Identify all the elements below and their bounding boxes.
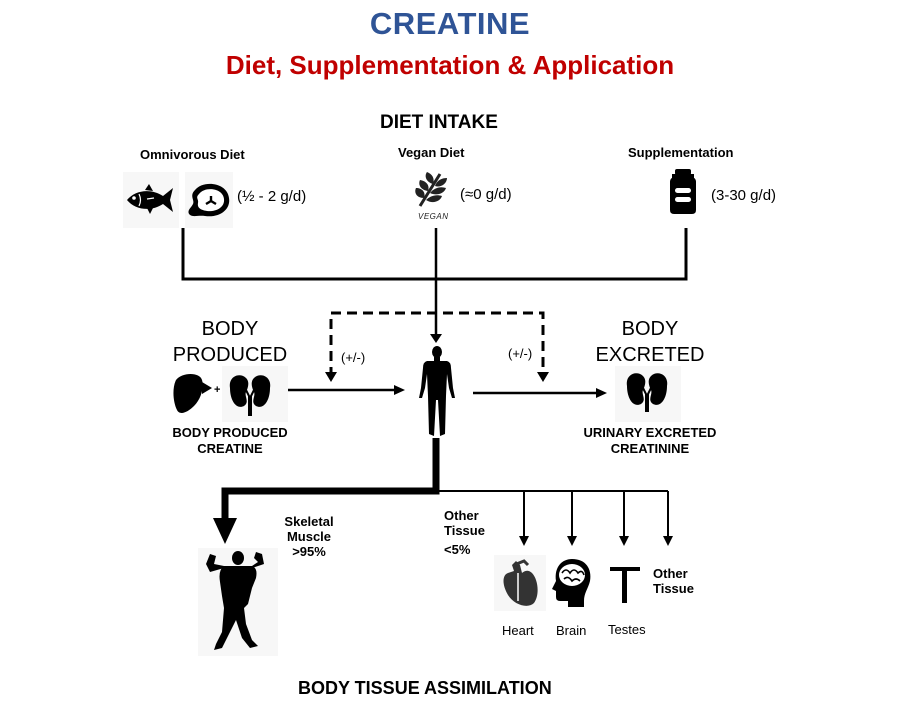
testes-icon-box	[608, 565, 642, 605]
fish-icon-box	[123, 172, 179, 228]
supplementation-amount: (3-30 g/d)	[711, 187, 777, 204]
kidney-icon	[626, 373, 668, 412]
fish-icon	[127, 184, 173, 214]
human-body-icon	[419, 346, 455, 436]
body-produced-heading-line1: BODY	[201, 318, 259, 340]
body-excreted-caption-line2: CREATININE	[610, 441, 690, 456]
heart-icon	[503, 559, 538, 606]
body-produced-caption-line2: CREATINE	[197, 441, 263, 456]
other-tissue-target-line2: Tissue	[653, 581, 694, 596]
other-tissue-line1: Other	[444, 508, 479, 523]
skeletal-muscle-label: Skeletal Muscle >95%	[278, 514, 340, 559]
body-excreted-heading: BODY EXCRETED	[580, 316, 720, 368]
diagram-title: CREATINE	[369, 6, 531, 41]
supplement-jar-icon	[670, 169, 696, 214]
skeletal-muscle-share: >95%	[292, 544, 326, 559]
arrow-produced-to-body	[287, 385, 405, 395]
diet-intake-bracket	[181, 228, 688, 343]
vegan-amount: (≈0 g/d)	[460, 186, 512, 203]
other-tissue-target-label: Other Tissue	[653, 566, 694, 596]
testes-label: Testes	[608, 622, 646, 637]
human-body-icon-box	[418, 346, 456, 438]
feedback-label-right: (+/-)	[508, 346, 533, 361]
arrow-to-skeletal-muscle	[213, 438, 440, 544]
arrow-body-to-excreted	[473, 388, 607, 398]
heart-label: Heart	[502, 623, 534, 638]
heart-icon-box	[494, 555, 546, 611]
omnivorous-diet-label: Omnivorous Diet	[140, 147, 245, 162]
bodybuilder-icon	[206, 551, 264, 650]
plus-sign: +	[214, 384, 221, 396]
body-excreted-heading-line1: BODY	[621, 318, 679, 340]
vegan-icon-caption: VEGAN	[418, 212, 449, 221]
brain-icon-box	[550, 557, 594, 609]
body-excreted-heading-line2: EXCRETED	[595, 344, 705, 366]
body-excreted-caption-line1: URINARY EXCRETED	[583, 425, 717, 440]
body-excreted-caption: URINARY EXCRETED CREATININE	[570, 425, 730, 457]
supplementation-label: Supplementation	[628, 145, 734, 160]
other-tissue-share: <5%	[444, 542, 471, 557]
vegan-leaf-icon	[415, 172, 447, 207]
body-tissue-assimilation-heading: BODY TISSUE ASSIMILATION	[298, 678, 552, 698]
bodybuilder-icon-box	[198, 548, 278, 656]
kidney-icon	[229, 375, 271, 416]
body-produced-caption-line1: BODY PRODUCED	[172, 425, 288, 440]
meat-steak-icon	[188, 183, 230, 217]
brain-icon	[552, 559, 591, 607]
body-produced-caption: BODY PRODUCED CREATINE	[160, 425, 300, 457]
meat-icon-box	[185, 172, 233, 228]
brain-label: Brain	[556, 623, 587, 638]
vegan-icon-box: VEGAN	[412, 168, 450, 226]
vegan-diet-label: Vegan Diet	[398, 145, 465, 160]
diagram-subtitle: Diet, Supplementation & Application	[225, 50, 675, 80]
testes-icon	[610, 567, 640, 603]
liver-icon-box	[172, 370, 212, 418]
other-tissue-label: Other Tissue <5%	[444, 508, 485, 557]
skeletal-muscle-line2: Muscle	[286, 529, 332, 544]
arrow-to-other-tissues	[436, 490, 673, 546]
diet-intake-heading: DIET INTAKE	[380, 112, 498, 133]
feedback-label-left: (+/-)	[341, 350, 366, 365]
liver-icon	[173, 374, 212, 413]
supplement-icon-box	[666, 168, 700, 216]
body-produced-heading: BODY PRODUCED	[160, 316, 300, 368]
other-tissue-line2: Tissue	[444, 523, 485, 538]
body-produced-heading-line2: PRODUCED	[172, 344, 288, 366]
kidney-icon-box-excreted	[615, 366, 681, 422]
skeletal-muscle-line1: Skeletal	[284, 514, 334, 529]
kidney-icon-box-produced	[222, 366, 288, 422]
feedback-loop-dashed	[325, 311, 549, 382]
other-tissue-target-line1: Other	[653, 566, 688, 581]
omnivorous-amount: (½ - 2 g/d)	[237, 188, 307, 205]
